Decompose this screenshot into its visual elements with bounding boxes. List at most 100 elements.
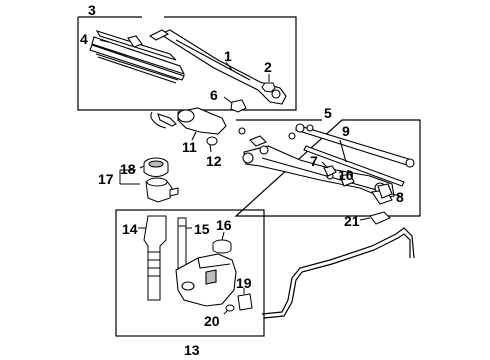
tank-port	[181, 281, 195, 291]
callout-3: 3	[88, 2, 96, 18]
grommet-20-shape	[225, 304, 235, 312]
callout-4: 4	[80, 31, 88, 47]
washer-pump-part-19	[237, 288, 253, 311]
linkage-part	[238, 123, 415, 205]
tank-edge	[197, 257, 231, 269]
strip-part-15	[177, 217, 192, 269]
pivot-left-2	[259, 145, 269, 155]
wiper-blade-1	[91, 36, 186, 75]
bolt-3	[306, 124, 314, 132]
leader-12	[209, 144, 212, 153]
link-rod-lower	[303, 145, 405, 187]
bushing-7	[323, 165, 337, 177]
cap-part-6	[223, 96, 247, 113]
callout-5: 5	[324, 105, 332, 121]
wiper-blade-2	[89, 44, 185, 81]
motor-wire	[150, 111, 167, 129]
blade-rubber-3	[97, 56, 177, 84]
leader-18	[139, 165, 145, 169]
blade-rubber-2	[95, 53, 179, 81]
callout-17: 17	[98, 171, 114, 187]
leader-11	[191, 131, 197, 141]
pivot-left	[242, 152, 254, 164]
callout-11: 11	[182, 139, 197, 155]
cap-part-16	[212, 231, 232, 254]
callout-19: 19	[236, 275, 252, 291]
wiper-arm-rod	[175, 39, 251, 81]
cap-6-shape	[230, 99, 247, 113]
callout-18: 18	[120, 161, 136, 177]
grommet-part-20	[223, 304, 235, 315]
wiper-arm-tip	[148, 29, 170, 41]
leader-16	[221, 231, 225, 241]
pump-19-body	[237, 293, 253, 311]
pump-part-17	[119, 169, 179, 203]
callout-15: 15	[194, 221, 210, 237]
linkage-box-outline	[234, 119, 421, 217]
washer-hose-inner	[263, 233, 411, 319]
callout-20: 20	[204, 313, 220, 329]
clip-21-shape	[369, 211, 391, 225]
pump-17-nozzle	[169, 187, 179, 197]
cap-18-body	[143, 164, 169, 177]
wiper-blade-part	[89, 30, 186, 84]
reservoir-box-outline	[115, 209, 265, 337]
nut-part-2	[261, 74, 276, 93]
reservoir-tank-part	[175, 253, 237, 307]
leader-9	[339, 139, 347, 163]
blade-box-outline	[77, 16, 297, 111]
mount-tab-left	[249, 135, 267, 147]
callout-1: 1	[224, 48, 232, 64]
leader-6	[223, 96, 233, 104]
bolt-2	[288, 132, 296, 140]
leader-8	[391, 193, 401, 197]
callout-14: 14	[122, 221, 138, 237]
reservoir-group-box	[115, 209, 265, 337]
tank-label	[205, 269, 217, 285]
nut-2-shape	[261, 82, 276, 93]
frame-rail	[261, 157, 385, 193]
motor-connector	[157, 113, 177, 127]
wiper-arm-part	[148, 29, 287, 105]
leader-lines	[99, 39, 233, 169]
callout-labels: 3 4 1 2 6 5 11 9 7 10 12 18 17 8 21 14 1…	[80, 2, 404, 358]
cap-16-body	[212, 244, 232, 254]
bolt-1	[238, 127, 246, 135]
blade-group-box	[77, 16, 297, 111]
washer-hose	[261, 227, 415, 315]
callout-12: 12	[206, 153, 222, 169]
leader-20	[223, 309, 229, 315]
callout-9: 9	[342, 123, 350, 139]
leader-21	[359, 217, 371, 221]
grommet-12-shape	[206, 136, 218, 146]
rod-end-1	[295, 123, 305, 133]
rod-end-2	[405, 158, 415, 168]
bracket-17	[119, 169, 140, 185]
callout-6: 6	[210, 87, 218, 103]
callout-7: 7	[310, 153, 318, 169]
leader-1	[225, 61, 233, 71]
bushing-10	[339, 173, 355, 187]
motor-cap	[177, 109, 195, 123]
callout-2: 2	[264, 59, 272, 75]
leader-7	[321, 161, 329, 169]
callout-16: 16	[216, 217, 232, 233]
callout-8: 8	[396, 189, 404, 205]
filler-neck-body	[143, 215, 167, 301]
callout-10: 10	[338, 167, 354, 183]
leader-4	[99, 39, 109, 43]
pump-17-top	[146, 177, 168, 187]
cap-18-inner	[148, 160, 164, 168]
callout-21: 21	[344, 213, 360, 229]
pump-cap-part-18	[143, 157, 169, 177]
filler-neck-part-14	[138, 215, 167, 301]
grommet-part-12	[206, 136, 218, 153]
callout-13: 13	[184, 342, 200, 358]
arm-pivot	[271, 89, 281, 99]
wiper-motor-part	[150, 107, 227, 141]
linkage-group-box	[234, 119, 421, 217]
blade-clip	[127, 35, 143, 48]
clip-part-21	[359, 211, 391, 225]
